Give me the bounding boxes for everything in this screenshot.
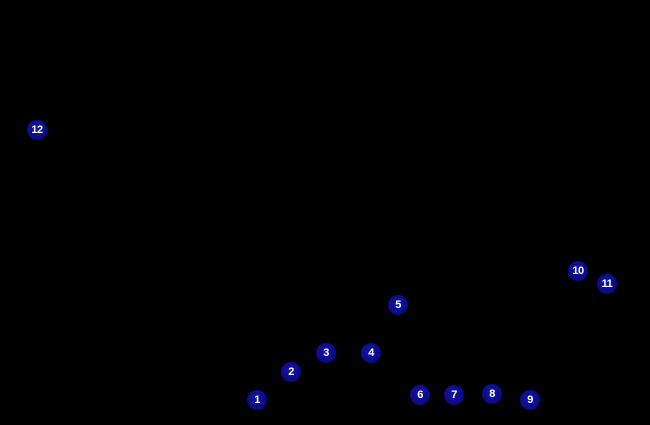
marker-label: 1	[254, 393, 260, 406]
marker-label: 12	[31, 123, 43, 136]
marker-label: 8	[489, 387, 495, 400]
numbered-marker-1[interactable]: 1	[247, 390, 267, 410]
numbered-marker-8[interactable]: 8	[482, 384, 502, 404]
numbered-marker-6[interactable]: 6	[410, 385, 430, 405]
numbered-marker-7[interactable]: 7	[444, 385, 464, 405]
marker-label: 11	[601, 277, 613, 290]
numbered-marker-9[interactable]: 9	[520, 390, 540, 410]
marker-label: 7	[451, 388, 457, 401]
marker-label: 5	[395, 298, 401, 311]
numbered-marker-3[interactable]: 3	[316, 343, 336, 363]
marker-label: 3	[323, 346, 329, 359]
numbered-marker-11[interactable]: 11	[597, 274, 617, 294]
marker-label: 9	[527, 393, 533, 406]
numbered-marker-10[interactable]: 10	[568, 261, 588, 281]
marker-label: 6	[417, 388, 423, 401]
numbered-marker-2[interactable]: 2	[281, 362, 301, 382]
marker-label: 4	[368, 346, 374, 359]
numbered-marker-4[interactable]: 4	[361, 343, 381, 363]
numbered-marker-12[interactable]: 12	[27, 120, 47, 140]
marker-label: 2	[288, 365, 294, 378]
marker-label: 10	[572, 264, 584, 277]
numbered-marker-5[interactable]: 5	[388, 295, 408, 315]
